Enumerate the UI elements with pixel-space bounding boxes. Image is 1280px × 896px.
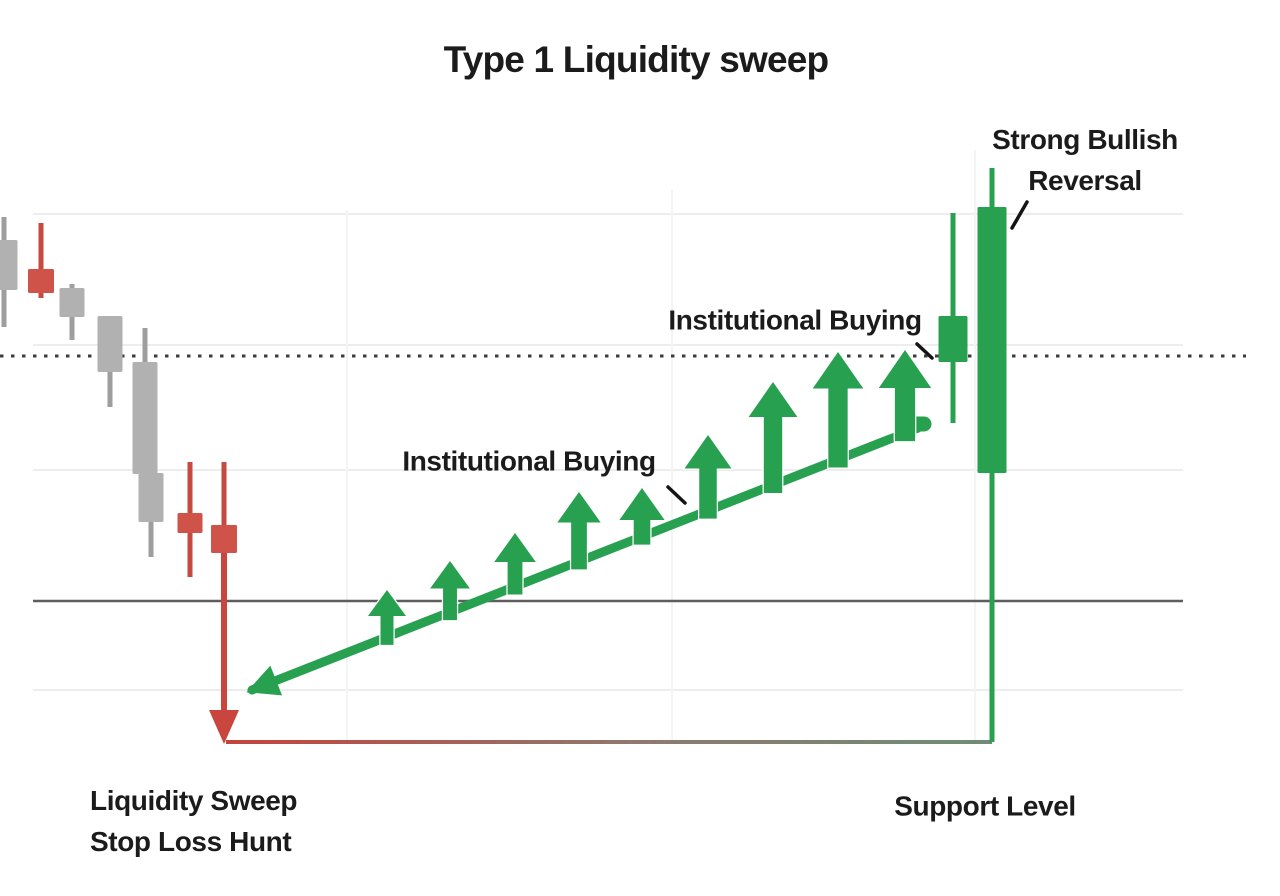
label-liquidity-sweep-line2: Stop Loss Hunt	[90, 826, 292, 857]
candle-body	[28, 269, 54, 293]
candle-body	[211, 525, 237, 553]
trendline-arrowhead	[246, 665, 283, 696]
institutional-buying-arrow	[747, 380, 799, 495]
candle-body	[132, 362, 158, 474]
candle-body	[177, 513, 203, 533]
candle-body	[0, 240, 18, 290]
institutional-buying-arrow	[366, 588, 408, 647]
label-support-level: Support Level	[894, 790, 1076, 822]
institutional-buying-arrow	[492, 531, 538, 596]
institutional-buying-arrow	[556, 490, 602, 571]
annotation-pointer-line	[915, 342, 934, 360]
label-strong-bullish-reversal: Strong Bullish Reversal	[992, 119, 1178, 201]
label-strong-bullish-line2: Reversal	[1028, 165, 1142, 196]
institutional-buying-arrow	[428, 559, 472, 622]
institutional-buying-arrow	[877, 348, 933, 443]
candle-body	[59, 288, 85, 317]
candle-body	[97, 316, 123, 372]
candle-body	[977, 207, 1007, 473]
institutional-buying-arrow	[811, 350, 865, 469]
candle-body	[138, 473, 164, 522]
label-institutional-buying-upper: Institutional Buying	[668, 304, 922, 336]
institutional-buying-arrow	[618, 486, 666, 546]
annotation-pointer-line	[1010, 200, 1029, 230]
annotation-pointer-line	[666, 485, 687, 505]
label-liquidity-sweep: Liquidity Sweep Stop Loss Hunt	[90, 780, 298, 862]
liquidity-sweep-arrowhead	[209, 710, 239, 744]
institutional-buying-arrow	[683, 433, 733, 520]
page-title: Type 1 Liquidity sweep	[443, 39, 829, 80]
label-institutional-buying-lower: Institutional Buying	[402, 445, 656, 477]
candle-body	[938, 316, 968, 362]
label-liquidity-sweep-line1: Liquidity Sweep	[90, 785, 298, 816]
label-strong-bullish-line1: Strong Bullish	[992, 124, 1178, 155]
